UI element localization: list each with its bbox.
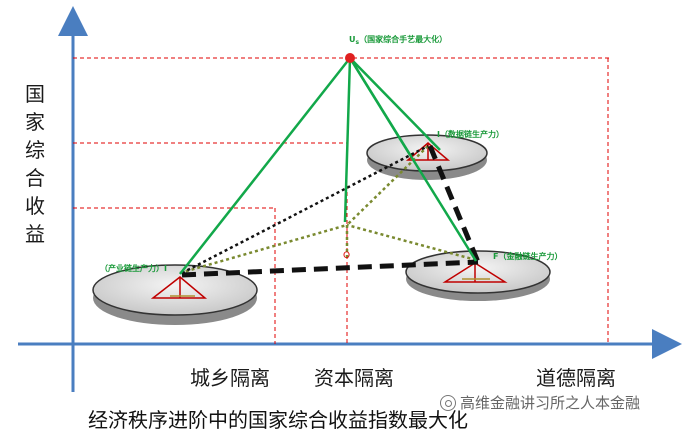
y-axis-char: 家 — [25, 110, 45, 134]
apex-point — [345, 53, 355, 63]
wechat-icon — [440, 394, 456, 411]
y-axis-label: 国 家 综 合 收 益 — [20, 80, 50, 248]
tent-industry — [150, 276, 208, 299]
y-axis-char: 合 — [25, 166, 45, 190]
x-label-capital: 资本隔离 — [314, 366, 394, 390]
x-label-moral: 道德隔离 — [536, 366, 616, 390]
y-axis-char: 综 — [25, 138, 45, 162]
green-lines — [179, 57, 478, 275]
heavy-dashed-lines — [181, 145, 481, 278]
center-label: O — [343, 251, 350, 261]
y-axis-char: 国 — [25, 82, 45, 106]
olive-dotted-lines — [179, 145, 477, 275]
node-label-data: I（数据链生产力） — [437, 129, 504, 139]
watermark: 高维金融讲习所之人本金融 — [440, 392, 640, 413]
node-label-industry: （产业链生产力）I — [100, 263, 167, 273]
figure-caption: 经济秩序进阶中的国家综合收益指数最大化 — [88, 408, 468, 432]
x-label-urban-rural: 城乡隔离 — [190, 366, 270, 390]
y-axis-char: 收 — [25, 194, 45, 218]
y-axis-char: 益 — [25, 222, 45, 246]
apex-label: Us（国家综合手艺最大化） — [349, 34, 447, 46]
watermark-text: 高维金融讲习所之人本金融 — [460, 394, 641, 412]
disc-data — [366, 134, 488, 180]
black-dotted-line — [181, 144, 429, 275]
node-label-finance: F（金融链生产力） — [493, 251, 562, 261]
tent-finance — [442, 262, 508, 283]
